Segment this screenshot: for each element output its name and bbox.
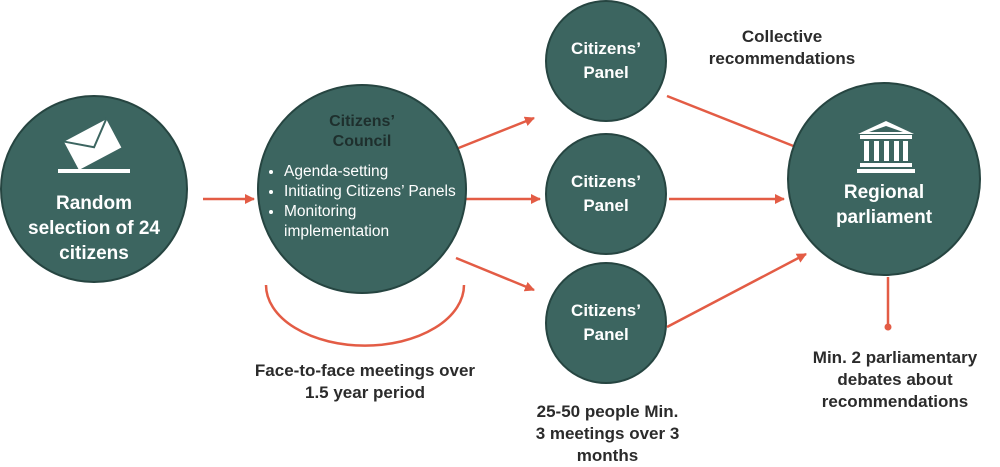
arrow-council-to-panel1 [455, 116, 535, 151]
arrow-panel3-to-parliament [666, 252, 807, 329]
envelope-icon [58, 115, 130, 173]
citizens-panel-label: Citizens’ Panel [571, 301, 641, 344]
citizens-panel-label: Citizens’ Panel [571, 39, 641, 82]
face-to-face-meetings-text: Face-to-face meetings over 1.5 year peri… [254, 361, 476, 402]
parliament-building-icon [857, 121, 915, 173]
regional-parliament-label: Regional parliament [835, 182, 933, 228]
random-selection-label: Random selection of 24 citizens [28, 192, 160, 264]
council-role-item: Agenda-setting [284, 162, 464, 182]
arrow-panel1-to-parliament [666, 94, 807, 153]
citizens-council-roles: Agenda-setting Initiating Citizens’ Pane… [260, 162, 464, 242]
citizens-panel-label: Citizens’ Panel [571, 172, 641, 215]
citizens-council-node: Citizens’ Council Agenda-setting Initiat… [257, 84, 467, 294]
citizens-panel-node-2: Citizens’ Panel [545, 133, 667, 255]
citizens-panel-node-1: Citizens’ Panel [545, 0, 667, 122]
arrow-council-to-panel3 [455, 256, 535, 292]
council-role-item: Initiating Citizens’ Panels [284, 182, 464, 202]
collective-recommendations-text: Collective recommendations [708, 27, 856, 68]
panel-details-text: 25-50 people Min. 3 meetings over 3 mont… [535, 402, 680, 465]
council-meeting-arc [264, 284, 466, 347]
parliamentary-debates-text: Min. 2 parliamentary debates about recom… [812, 348, 978, 411]
council-role-item: Monitoring implementation [284, 202, 464, 242]
citizens-council-title: Citizens’ Council [329, 113, 395, 150]
citizens-panel-node-3: Citizens’ Panel [545, 262, 667, 384]
regional-parliament-node: Regional parliament [787, 82, 981, 276]
parliament-debate-connector-dot [884, 323, 892, 331]
random-selection-node: Random selection of 24 citizens [0, 95, 188, 283]
